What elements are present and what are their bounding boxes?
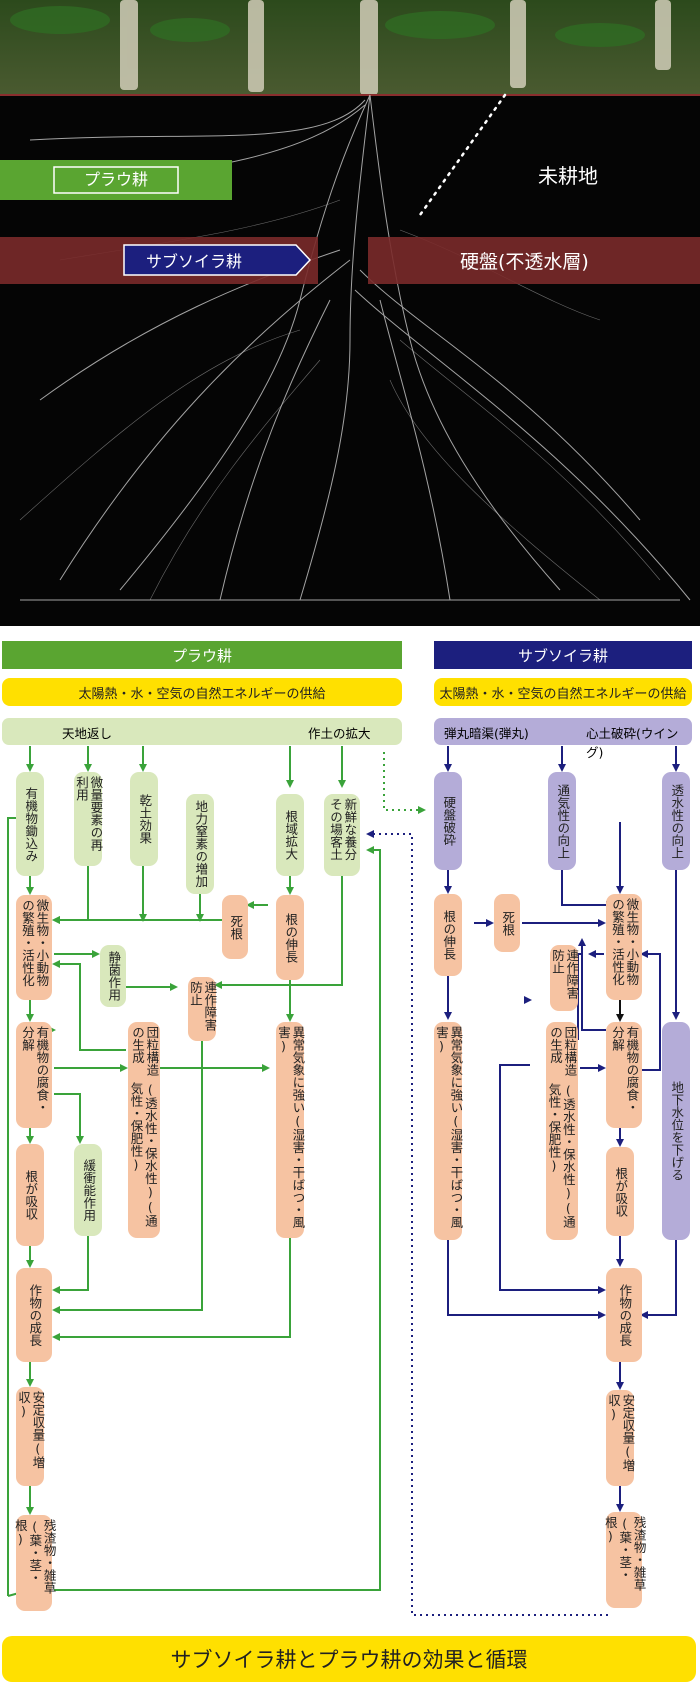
sub-stable-yield-node: 安定収量(増収) bbox=[606, 1390, 635, 1486]
hardpan-break-node: 硬盤破砕 bbox=[434, 772, 462, 870]
sub-resist-node: 異常気象に強い(湿害・干ばつ・風害) bbox=[434, 1022, 463, 1240]
plow-energy-bar: 太陽熱・水・空気の自然エネルギーの供給 bbox=[2, 678, 402, 706]
water-table-node: 地下水位を下げる bbox=[662, 1022, 690, 1240]
plow-method-bar: 天地返し 作土の拡大 bbox=[2, 718, 402, 745]
dead-roots-node: 死根 bbox=[222, 895, 248, 959]
absorb-node: 根が吸収 bbox=[16, 1144, 44, 1246]
aggregate-node: 団粒構造の生成 (透水性・保水性)(通気性・保肥性) bbox=[128, 1022, 160, 1238]
fresh-soil-node: 新鮮な養分その場客土 bbox=[324, 794, 360, 876]
sub-rotation-prevent-node: 連作障害防止 bbox=[550, 945, 579, 1011]
subsoiler-header: サブソイラ耕 bbox=[434, 641, 692, 669]
root-zone-node: 根域拡大 bbox=[276, 794, 304, 876]
aggregate-sub: (透水性・保水性)(通気性・保肥性) bbox=[128, 1082, 158, 1228]
root-photo: プラウ耕 未耕地 サブソイラ耕 硬盤(不透水層) bbox=[0, 0, 700, 626]
subsoiler-method-bar: 弾丸暗渠(弾丸) 心土破砕(ウイング) bbox=[434, 718, 692, 760]
sub-aggregate-title: 団粒構造の生成 bbox=[548, 1026, 578, 1076]
residue-node: 残渣物・雑草(葉・茎・根) bbox=[13, 1515, 57, 1611]
inversion-label: 天地返し bbox=[62, 726, 113, 741]
resist-node: 異常気象に強い(湿害・干ばつ・風害) bbox=[276, 1022, 305, 1238]
unplowed-label: 未耕地 bbox=[538, 164, 598, 188]
rotation-prevent-node: 連作障害防止 bbox=[188, 977, 217, 1041]
sub-micro-org-node: 微生物・小動物の繁殖・活性化 bbox=[606, 894, 642, 1000]
footer-title: サブソイラ耕とプラウ耕の効果と循環 bbox=[2, 1636, 696, 1682]
root-growth-node: 根の伸長 bbox=[276, 895, 304, 980]
sub-decompose-node: 有機物の腐食・分解 bbox=[606, 1022, 642, 1128]
dry-soil-node: 乾土効果 bbox=[130, 772, 158, 866]
n-increase-node: 地力窒素の増加 bbox=[186, 794, 214, 894]
hardpan-label: 硬盤(不透水層) bbox=[460, 251, 589, 273]
subsoiler-energy-bar: 太陽熱・水・空気の自然エネルギーの供給 bbox=[434, 678, 692, 706]
aggregate-title: 団粒構造の生成 bbox=[130, 1026, 160, 1076]
sub-dead-roots-node: 死根 bbox=[494, 894, 520, 952]
bacteriostatic-node: 静菌作用 bbox=[100, 945, 126, 1007]
permeability-node: 透水性の向上 bbox=[662, 772, 690, 870]
root-photo-illustration bbox=[0, 0, 700, 626]
sub-aggregate-sub: (透水性・保水性)(通気性・保肥性) bbox=[546, 1082, 576, 1228]
decompose-node: 有機物の腐食・分解 bbox=[16, 1022, 52, 1128]
plow-label: プラウ耕 bbox=[83, 170, 148, 189]
sub-aggregate-node: 団粒構造の生成 (透水性・保水性)(通気性・保肥性) bbox=[546, 1022, 578, 1240]
aeration-node: 通気性の向上 bbox=[548, 772, 576, 870]
subsoiler-label: サブソイラ耕 bbox=[146, 252, 243, 271]
organic-plow-in-node: 有機物鋤込み bbox=[16, 772, 44, 876]
crop-growth-node: 作物の成長 bbox=[16, 1268, 52, 1362]
sub-root-growth-node: 根の伸長 bbox=[434, 894, 462, 976]
buffer-node: 緩衝能作用 bbox=[74, 1144, 102, 1236]
subsoil-break-label: 心土破砕(ウイング) bbox=[586, 726, 679, 760]
micro-elements-node: 微量要素の再利用 bbox=[74, 772, 103, 866]
plow-header: プラウ耕 bbox=[2, 641, 402, 669]
sub-absorb-node: 根が吸収 bbox=[606, 1147, 634, 1236]
mole-drain-label: 弾丸暗渠(弾丸) bbox=[444, 726, 529, 741]
sub-residue-node: 残渣物・雑草(葉・茎・根) bbox=[603, 1512, 647, 1608]
stable-yield-node: 安定収量(増収) bbox=[16, 1387, 45, 1486]
sub-crop-growth-node: 作物の成長 bbox=[606, 1268, 642, 1362]
topsoil-expansion-label: 作土の拡大 bbox=[308, 726, 371, 741]
micro-org-node: 微生物・小動物の繁殖・活性化 bbox=[16, 895, 52, 1000]
